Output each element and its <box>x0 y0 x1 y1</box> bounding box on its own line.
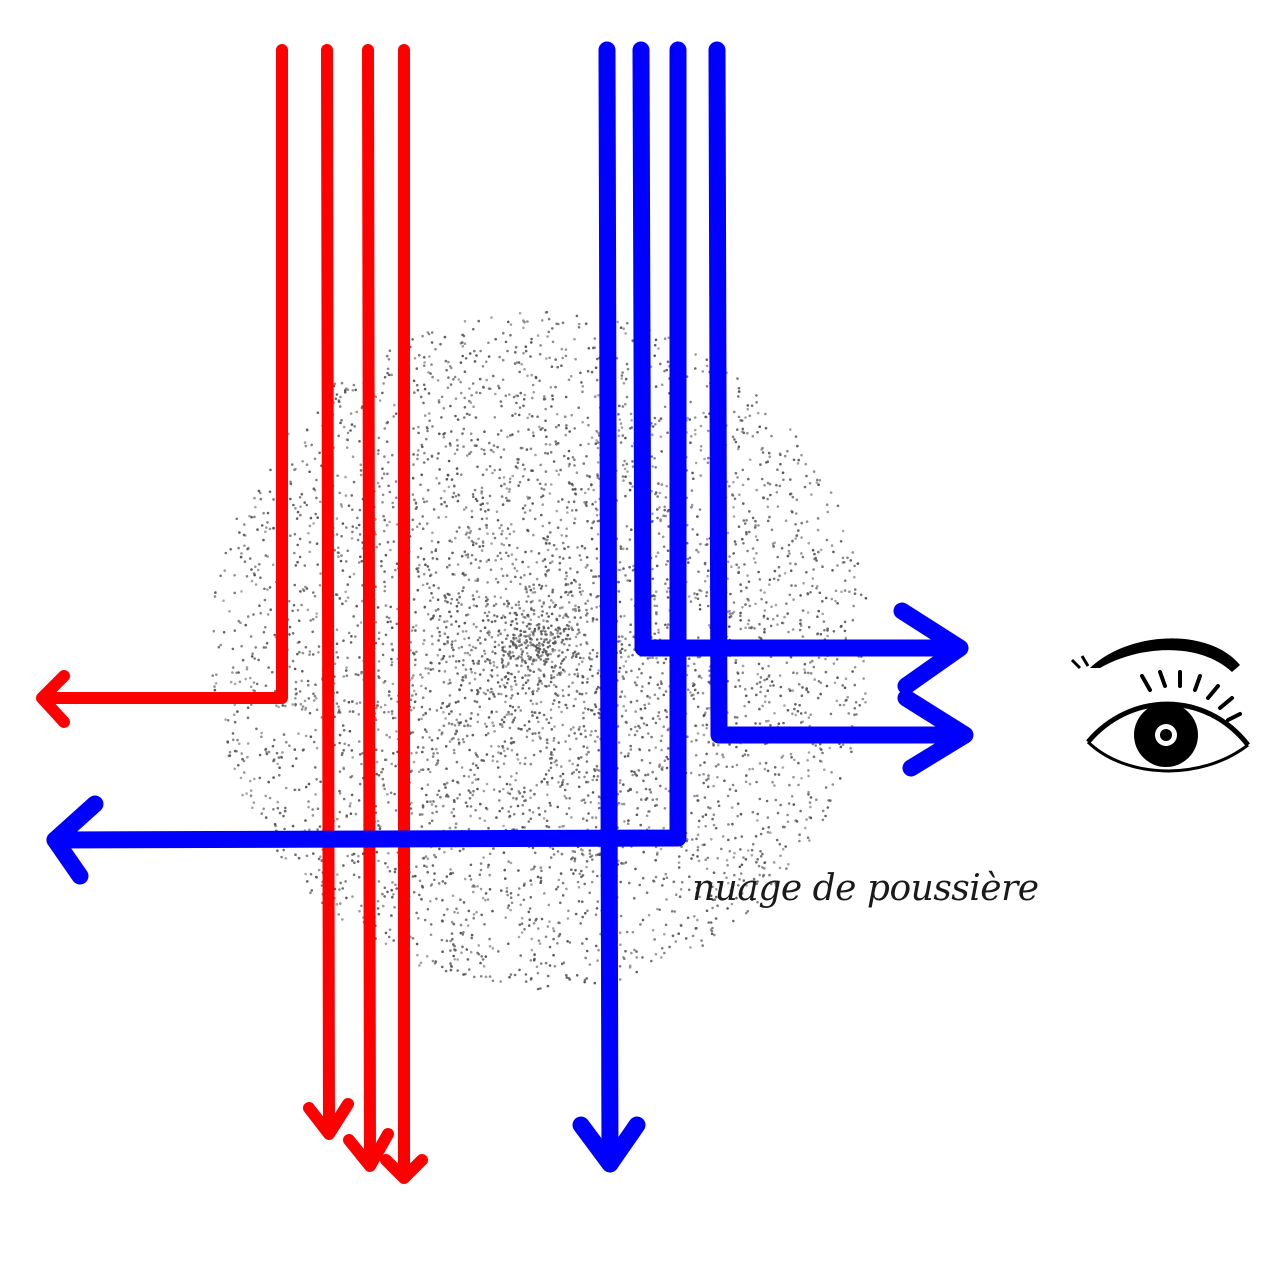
arrowhead-right <box>897 689 974 777</box>
red-ray-transmitted <box>362 44 376 1168</box>
arrowhead-left <box>46 795 104 885</box>
blue-ray-transmitted <box>598 41 619 1169</box>
arrowhead-right <box>893 602 969 695</box>
blue-ray-to-eye <box>632 41 964 657</box>
arrowhead-down <box>303 1098 354 1140</box>
violet-rays <box>448 41 571 752</box>
blue-ray-to-eye <box>708 41 971 744</box>
arrowhead-down <box>343 1128 394 1172</box>
eye-icon <box>1070 638 1250 773</box>
red-ray-scattered-left <box>44 44 288 704</box>
dust-cloud-label: nuage de poussière <box>692 868 1039 909</box>
arrowhead-down <box>380 1154 428 1184</box>
red-ray-transmitted <box>321 44 335 1136</box>
arrowhead-left <box>36 670 70 728</box>
red-rays <box>36 44 428 1184</box>
blue-rays <box>46 41 974 1173</box>
blue-ray-scattered-left <box>46 41 687 849</box>
arrowhead-down <box>572 1116 646 1173</box>
